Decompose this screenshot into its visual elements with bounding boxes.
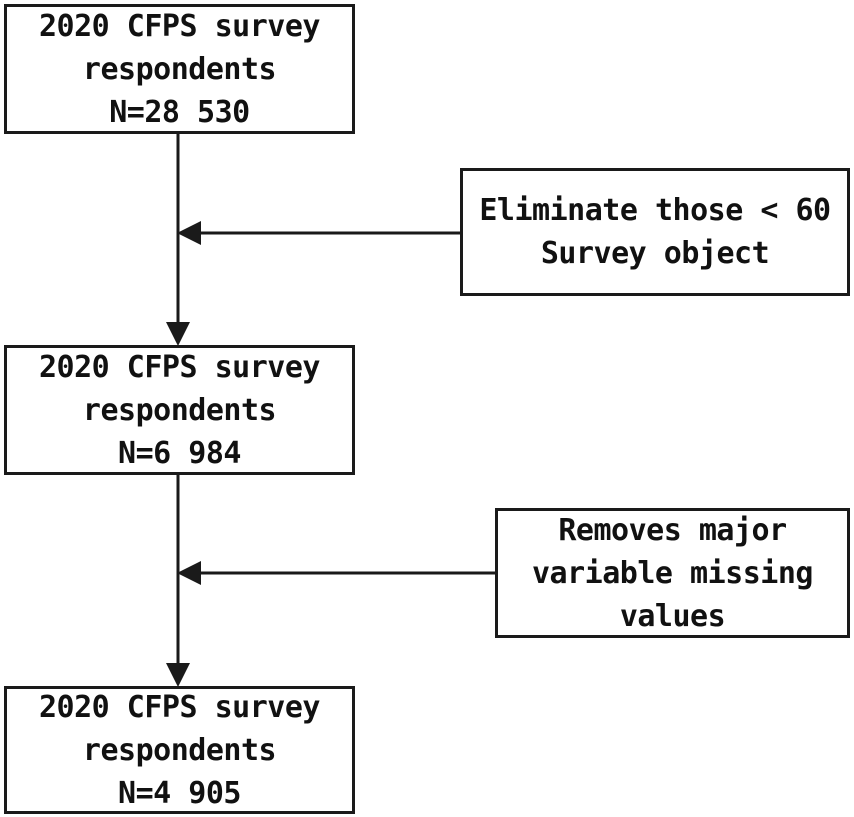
- flow-box-count: N=4 905: [118, 775, 241, 811]
- exclusion-box-label: Removes major: [558, 512, 787, 548]
- exclusion-box-label: variable missing: [532, 555, 813, 591]
- flow-box-respondents-initial: 2020 CFPS survey respondents N=28 530: [4, 4, 355, 134]
- flow-box-label: respondents: [82, 732, 277, 768]
- flow-box-label: respondents: [82, 392, 277, 428]
- flow-box-count: N=28 530: [109, 94, 250, 130]
- exclusion-box-label: Eliminate those < 60: [479, 193, 831, 228]
- exclusion-box-age: Eliminate those < 60 Survey object: [460, 168, 850, 296]
- exclusion-box-missing-values: Removes major variable missing values: [495, 508, 850, 638]
- flow-box-respondents-age-filtered: 2020 CFPS survey respondents N=6 984: [4, 345, 355, 475]
- flow-box-label: 2020 CFPS survey: [39, 349, 320, 385]
- flow-box-label: 2020 CFPS survey: [39, 8, 320, 44]
- flow-box-label: 2020 CFPS survey: [39, 689, 320, 725]
- flow-box-respondents-final: 2020 CFPS survey respondents N=4 905: [4, 686, 355, 814]
- exclusion-box-label: values: [619, 598, 726, 634]
- flow-box-label: respondents: [82, 51, 277, 87]
- flow-box-count: N=6 984: [118, 435, 241, 471]
- exclusion-box-label: Survey object: [540, 236, 770, 271]
